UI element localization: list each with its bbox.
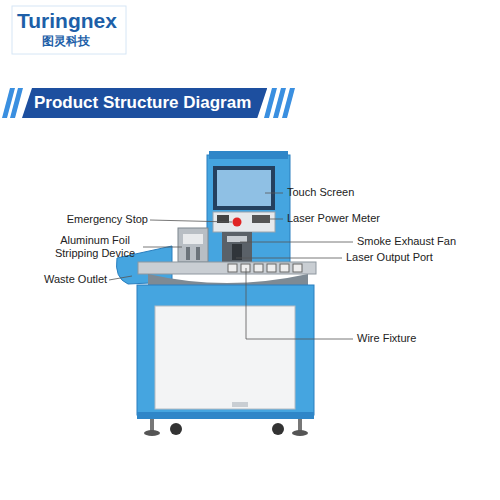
brand-chinese: 图灵科技 — [42, 35, 90, 49]
title-banner: Product Structure Diagram — [22, 88, 267, 118]
machine-part — [254, 264, 263, 272]
machine-part — [170, 423, 182, 435]
banner-stripes — [2, 88, 295, 118]
leader-lines-part — [109, 276, 132, 280]
banner-stripes-part — [10, 88, 23, 118]
machine-part — [178, 228, 208, 262]
callout-label: Touch Screen — [287, 186, 354, 199]
leader-lines-part — [150, 220, 232, 222]
leader-lines-part — [246, 268, 353, 339]
machine-part — [241, 264, 250, 272]
callout-label: Laser Power Meter — [287, 212, 380, 225]
machine-part — [137, 412, 314, 419]
machine-part — [209, 151, 288, 159]
machine-part — [280, 264, 289, 272]
machine-part — [222, 232, 252, 262]
machine-part — [217, 170, 271, 206]
brand-name: Turingnex — [17, 9, 117, 33]
callout-label: Wire Fixture — [357, 332, 416, 345]
machine-part — [272, 423, 284, 435]
leader-lines-part — [265, 193, 283, 194]
machine-part — [267, 264, 276, 272]
leader-lines-part — [240, 242, 353, 243]
machine-part — [155, 306, 295, 409]
logo-frame-part — [12, 6, 126, 54]
machine-part — [186, 247, 190, 260]
machine — [116, 151, 316, 436]
callout-label: Laser Output Port — [346, 251, 433, 264]
leader-lines-part — [143, 247, 182, 248]
callout-label: Emergency Stop — [67, 213, 148, 226]
machine-part — [137, 285, 314, 415]
leader-lines-part — [252, 219, 283, 220]
callout-label: Smoke Exhaust Fan — [357, 235, 456, 248]
machine-part — [196, 247, 200, 260]
logo-frame — [12, 6, 126, 54]
machine-part — [227, 236, 247, 242]
leader-lines-part — [236, 258, 342, 259]
machine-part — [138, 262, 316, 274]
machine-part — [183, 234, 203, 244]
banner-stripes-part — [282, 88, 295, 118]
machine-part — [293, 264, 302, 272]
machine-part — [144, 430, 160, 436]
machine-part — [150, 419, 154, 431]
machine-part — [298, 419, 302, 431]
machine-part — [207, 155, 290, 265]
machine-part — [213, 166, 275, 210]
machine-part — [233, 218, 242, 227]
machine-part — [232, 402, 248, 407]
machine-part — [292, 430, 308, 436]
callout-label: Aluminum Foil Stripping Device — [50, 234, 140, 259]
machine-part — [228, 264, 237, 272]
callout-label: Waste Outlet — [44, 273, 107, 286]
